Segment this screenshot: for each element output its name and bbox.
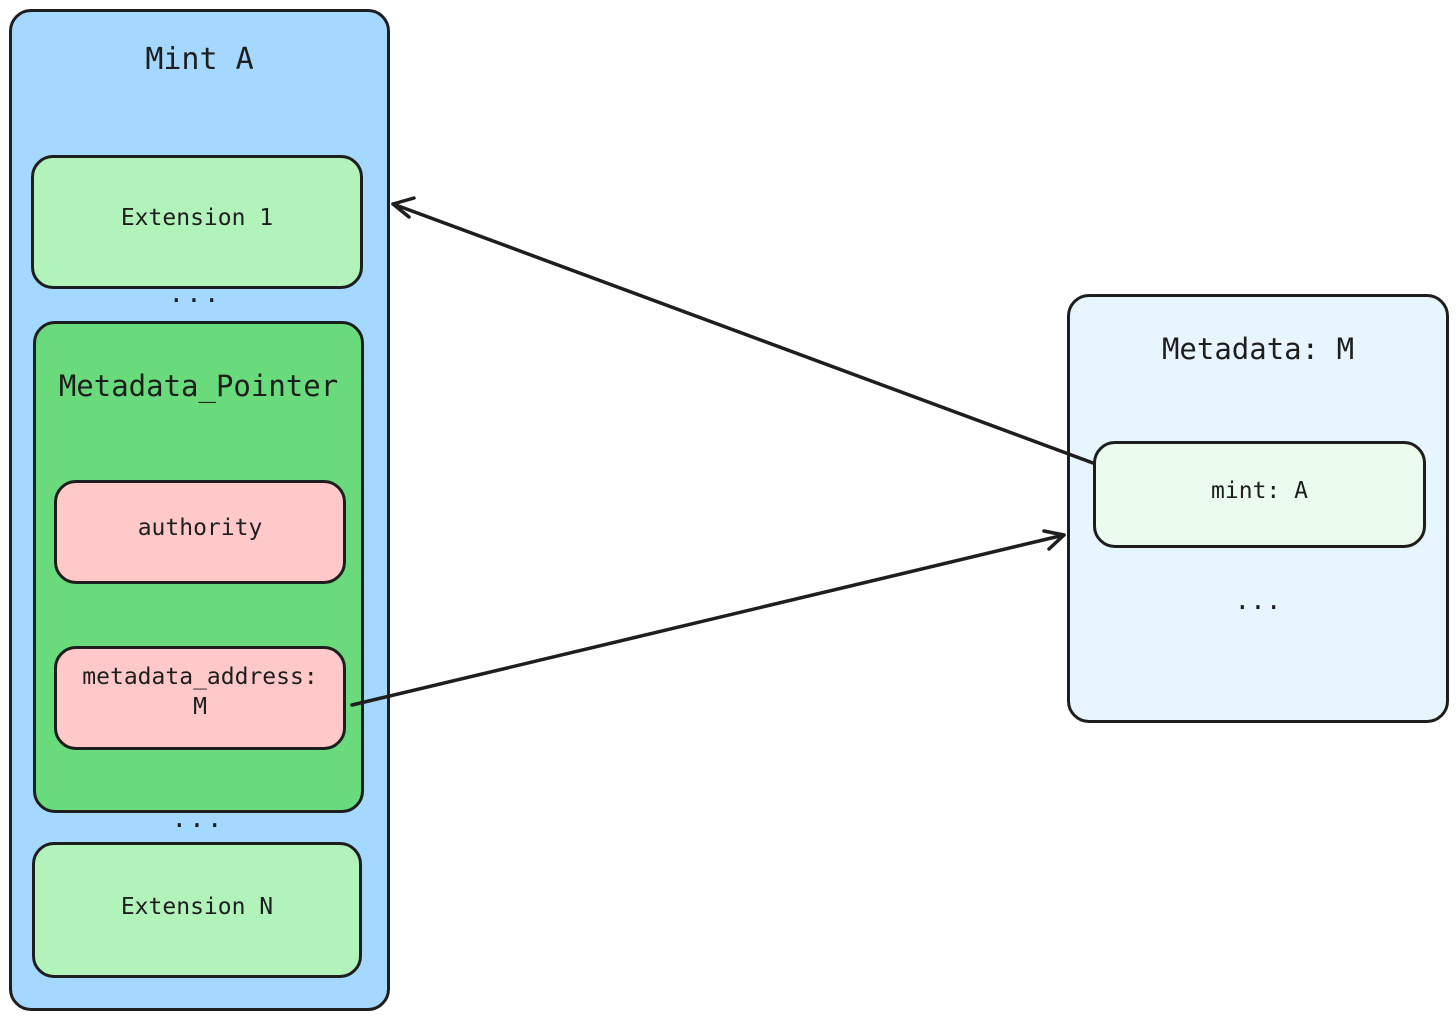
authority-label: authority (137, 515, 263, 541)
mint-a-title: Mint A (145, 42, 254, 77)
metadata-mint-field (1093, 441, 1426, 548)
metadata-mint-label: mint: A (1211, 478, 1308, 504)
metadata-ellipsis: ... (1234, 586, 1282, 616)
authority-field (54, 480, 346, 584)
extension-1-label: Extension 1 (120, 205, 274, 231)
extensions-ellipsis-top: ... (168, 279, 222, 309)
extension-n-label: Extension N (120, 894, 274, 920)
arrow-mint-field-to-mint-a (391, 196, 1095, 465)
extension-n-box (32, 842, 362, 978)
metadata-address-label: metadata_address: M (82, 664, 318, 720)
metadata-address-field (54, 646, 346, 750)
arrow-metadata-address-to-metadata (350, 529, 1066, 707)
extensions-ellipsis-bottom: ... (171, 804, 225, 834)
metadata-title: Metadata: M (1161, 332, 1355, 366)
extension-1-box (31, 155, 363, 289)
metadata-pointer-title: Metadata_Pointer (58, 369, 339, 403)
